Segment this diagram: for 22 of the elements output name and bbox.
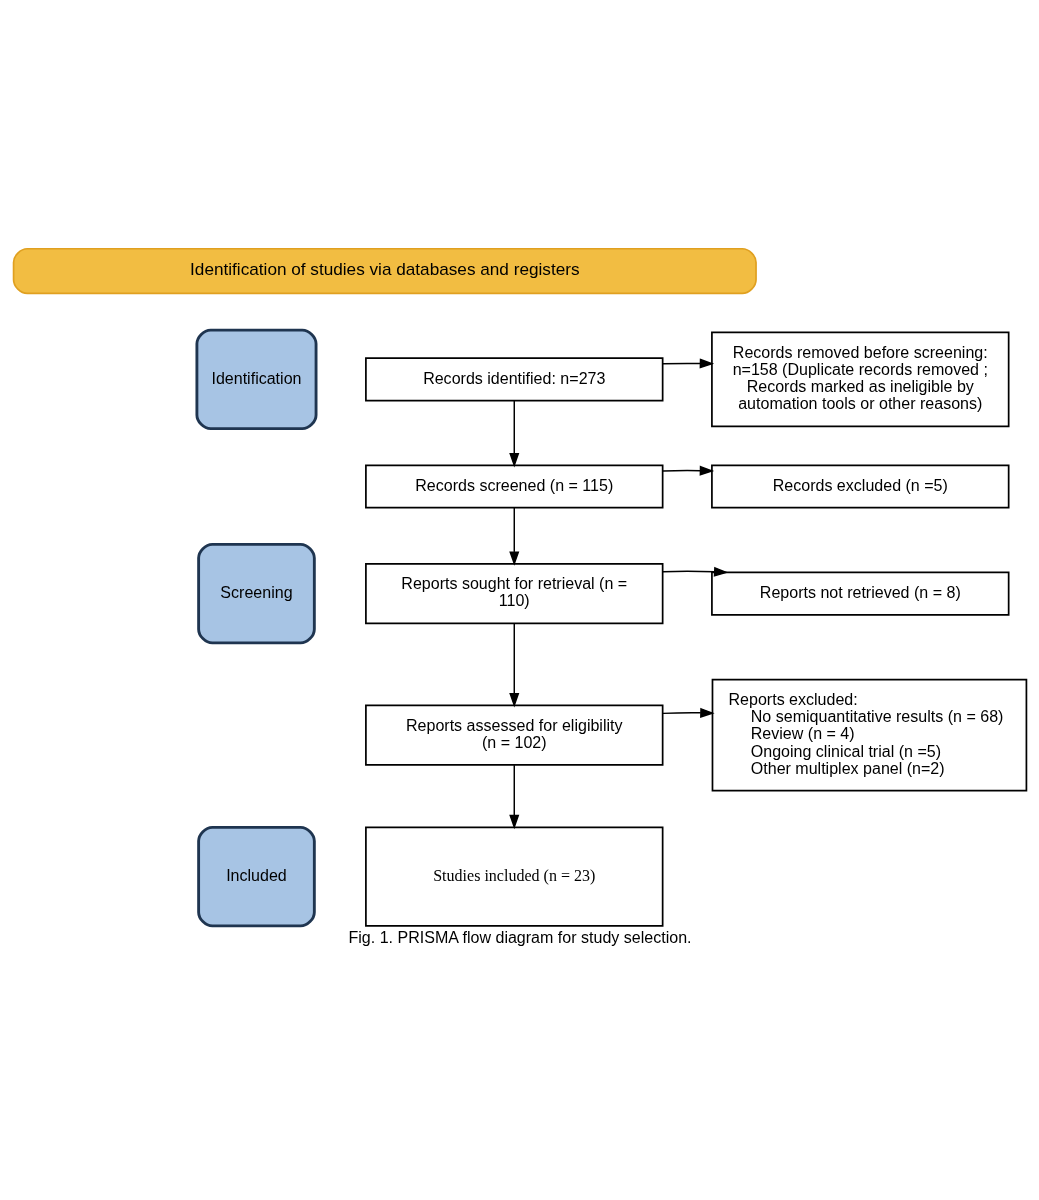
caption: Fig. 1. PRISMA flow diagram for study selection. xyxy=(347,927,692,946)
node-box: Screening xyxy=(196,542,316,644)
node-box: Reports not retrieved (n = 8) xyxy=(710,571,1009,616)
node-box: Records removed before screening: n=158 (Duplicate records removed ; Records marked as ineligible by automation tools or other reasons) xyxy=(710,331,1009,427)
arrow xyxy=(508,506,519,566)
node-box: Reports excluded: No semiquantitative results (n = 68) Review (n = 4) Ongoing clinical trial (n =5) Other multiplex panel (n=2) xyxy=(711,678,1027,792)
arrow xyxy=(661,707,715,718)
node-box: Included xyxy=(196,825,316,927)
arrow xyxy=(508,622,519,707)
arrow xyxy=(661,566,728,577)
node-box: Records identified: n=273 xyxy=(364,356,663,401)
node-box: Reports assessed for eligibility (n = 102) xyxy=(364,704,663,766)
arrow xyxy=(661,358,714,369)
node-box: Records excluded (n =5) xyxy=(710,463,1009,509)
arrow xyxy=(661,465,714,476)
node-box: Identification xyxy=(194,328,317,430)
node-box: Reports sought for retrieval (n = 110) xyxy=(364,562,663,624)
node-box: Studies included (n = 23) xyxy=(364,826,663,927)
arrow xyxy=(508,763,519,829)
node-box: Identification of studies via databases and registers xyxy=(12,247,757,294)
arrow xyxy=(508,399,519,467)
node-box: Records screened (n = 115) xyxy=(364,463,663,509)
